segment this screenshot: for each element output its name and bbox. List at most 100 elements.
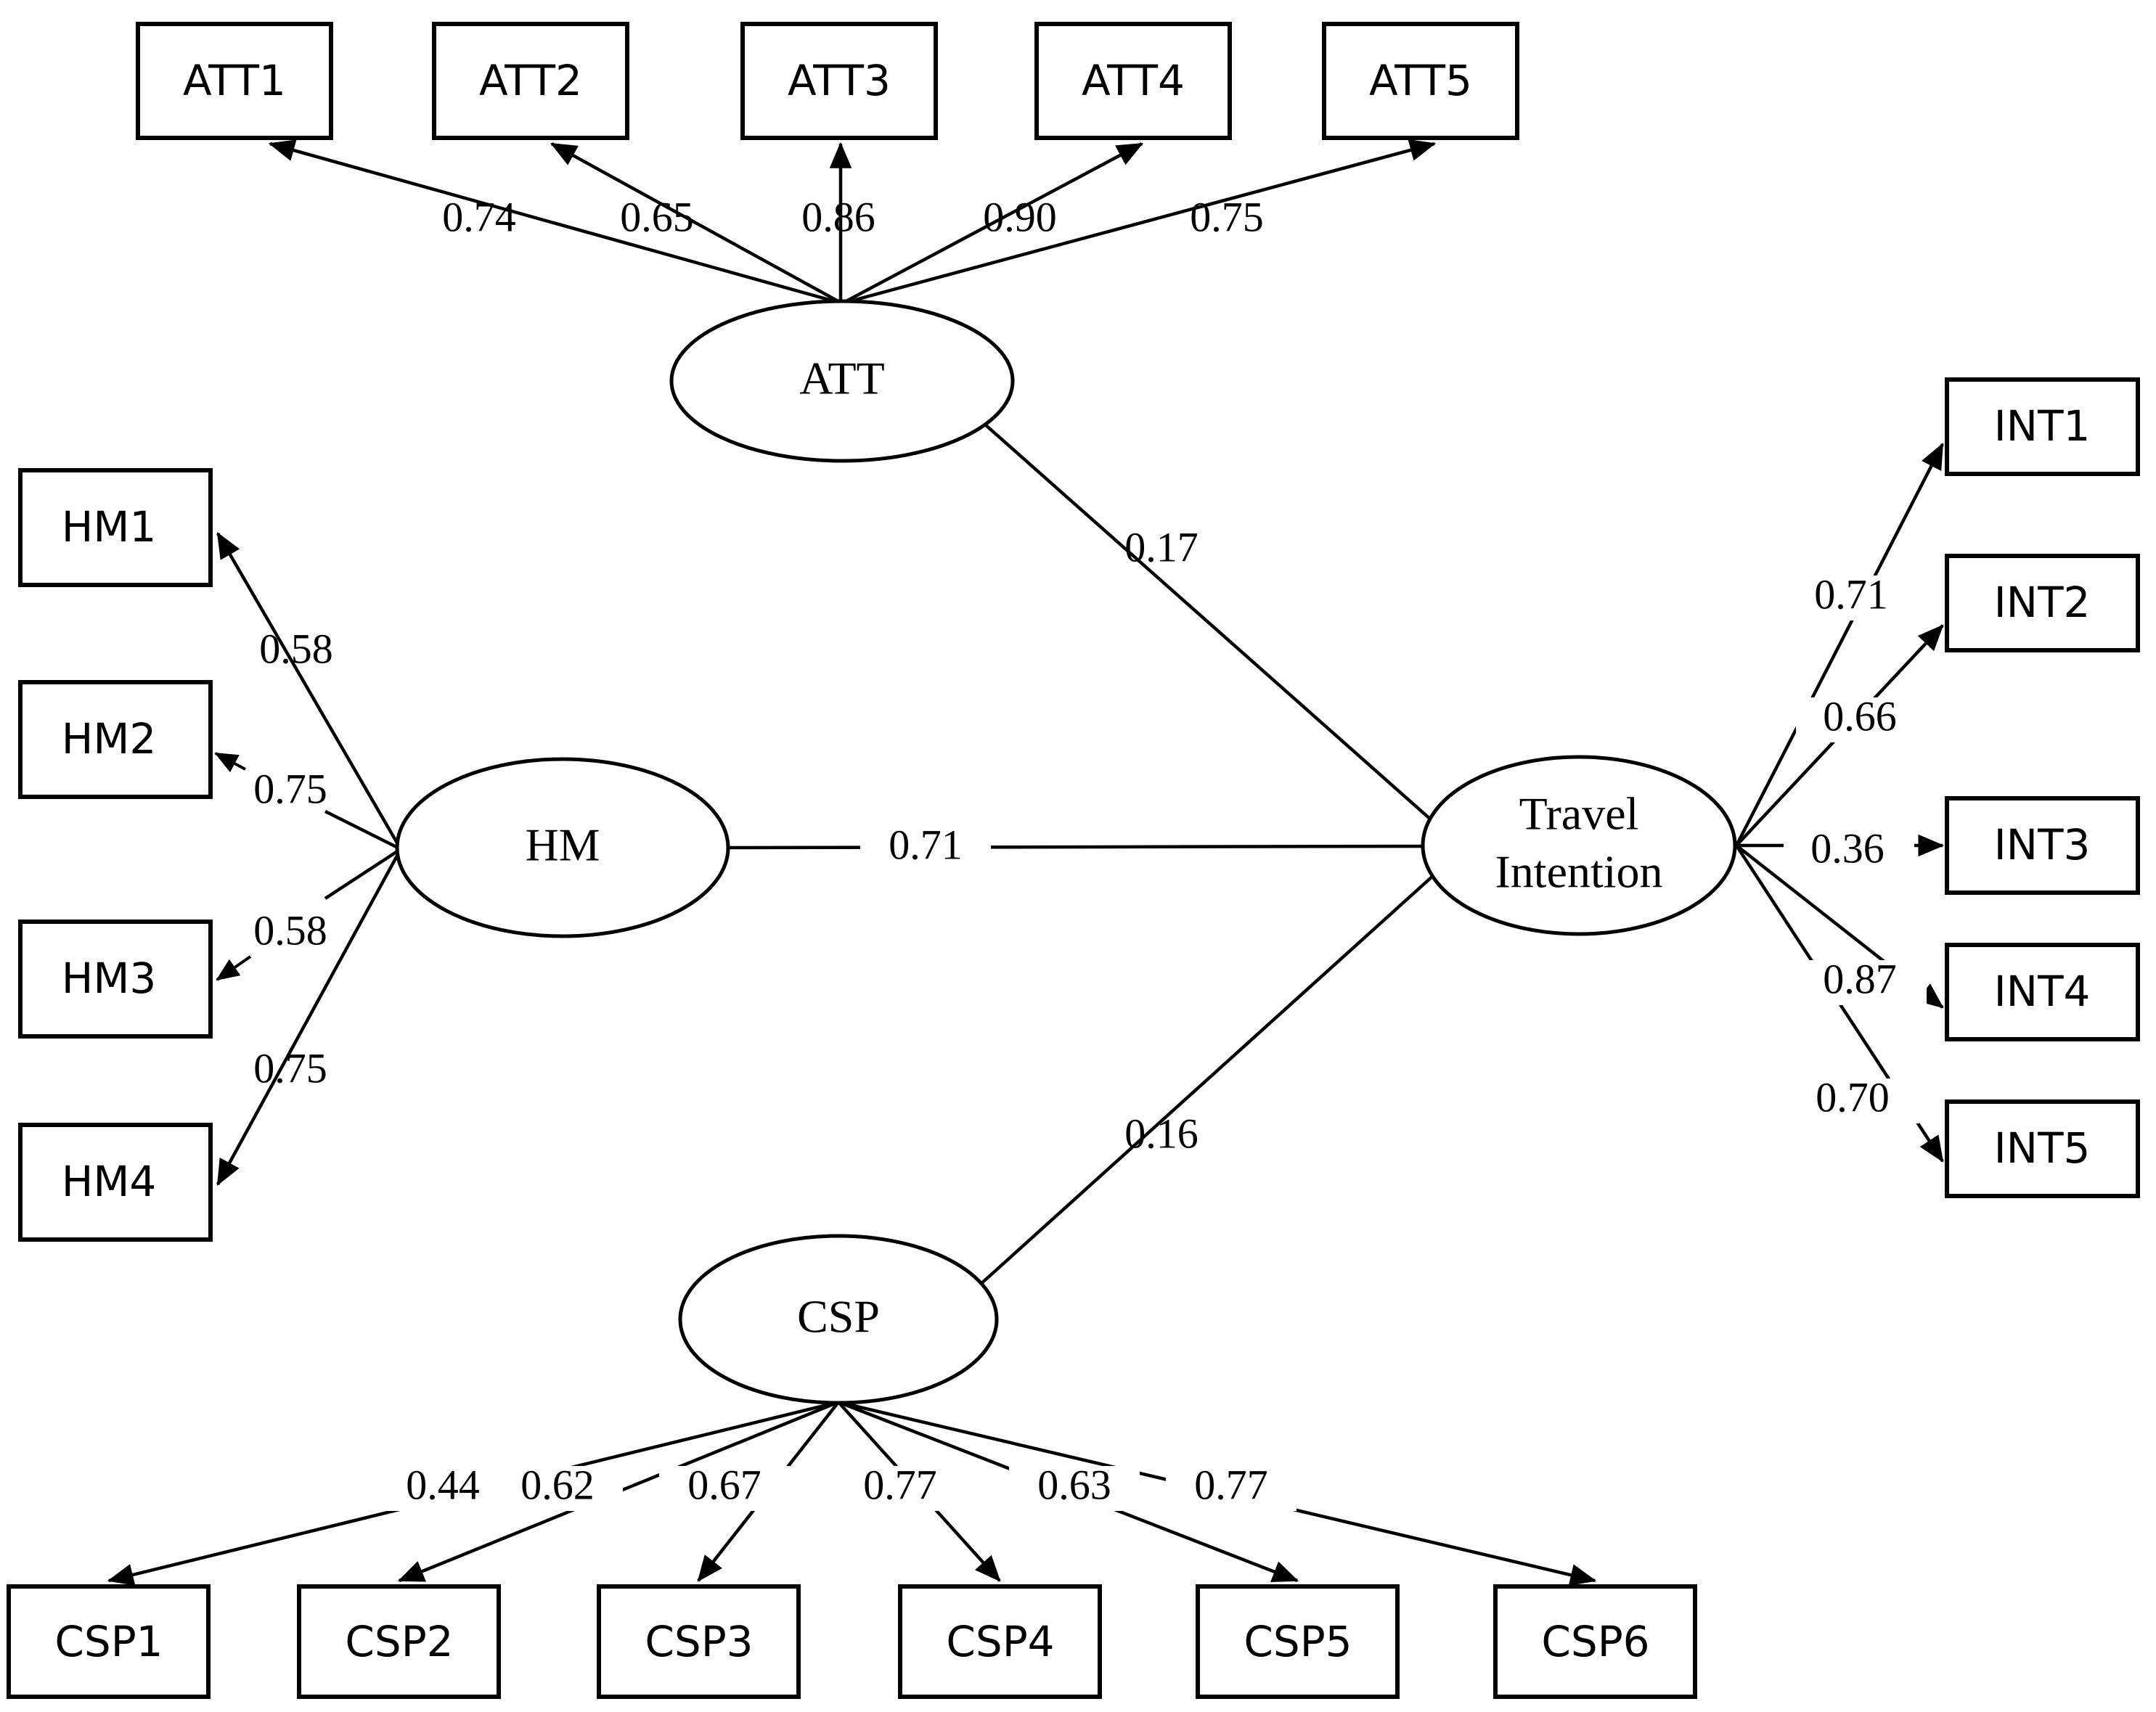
indicator-box-hm4[interactable] xyxy=(18,1123,213,1242)
indicator-label-hm4: HM4 xyxy=(62,1157,157,1206)
loading-label-hm3: 0.58 xyxy=(253,906,327,954)
hm-loading-labels: 0.58 0.75 0.58 0.75 xyxy=(253,625,333,1091)
indicator-label-hm3: HM3 xyxy=(62,954,157,1003)
indicator-label-att2: ATT2 xyxy=(479,56,582,105)
indicator-label-int1: INT1 xyxy=(1994,401,2091,451)
indicator-label-int4: INT4 xyxy=(1994,967,2091,1016)
loading-label-hm4: 0.75 xyxy=(253,1044,327,1091)
indicator-box-csp3[interactable] xyxy=(597,1584,801,1699)
att-loading-arrows xyxy=(268,139,1437,306)
indicator-label-hm2: HM2 xyxy=(62,714,157,763)
indicator-box-int5[interactable] xyxy=(1945,1099,2140,1198)
int-indicator-boxes: INT1 INT2 INT3 INT4 INT5 xyxy=(1945,377,2140,1198)
indicator-label-hm1: HM1 xyxy=(62,502,157,552)
loading-label-int3: 0.36 xyxy=(1810,824,1885,872)
indicator-label-csp5: CSP5 xyxy=(1244,1617,1352,1666)
loading-label-att3: 0.86 xyxy=(801,193,875,240)
latent-label-travel-intention-line2: Intention xyxy=(1495,846,1662,898)
int-loading-arrows xyxy=(1734,442,1945,1163)
indicator-box-att5[interactable] xyxy=(1322,22,1519,140)
loading-label-csp5: 0.63 xyxy=(1037,1461,1111,1508)
structural-paths xyxy=(727,417,1459,1287)
indicator-box-csp6[interactable] xyxy=(1493,1584,1697,1699)
loading-label-int1-backing xyxy=(1787,576,1918,621)
path-hm-hm1 xyxy=(216,532,402,851)
loading-label-csp5-backing xyxy=(1009,1466,1140,1511)
indicator-box-int2[interactable] xyxy=(1945,554,2140,652)
loading-label-att4: 0.90 xyxy=(983,193,1057,240)
att-indicator-boxes: ATT1 ATT2 ATT3 ATT4 ATT5 xyxy=(136,22,1519,140)
indicator-box-csp5[interactable] xyxy=(1196,1584,1400,1699)
path-att-att1 xyxy=(268,139,843,306)
indicator-label-att4: ATT4 xyxy=(1082,56,1185,105)
path-hm-hm2-stub xyxy=(324,809,402,851)
indicator-label-csp4: CSP4 xyxy=(946,1617,1054,1666)
loading-label-int5-backing xyxy=(1789,1078,1919,1123)
loading-label-csp2: 0.62 xyxy=(520,1461,595,1508)
indicator-label-att5: ATT5 xyxy=(1369,56,1472,105)
loading-label-csp4: 0.77 xyxy=(863,1461,937,1508)
path-label-csp-ti: 0.16 xyxy=(1124,1110,1199,1157)
loading-label-csp3: 0.67 xyxy=(687,1461,761,1508)
latent-label-travel-intention-line1: Travel xyxy=(1519,788,1639,840)
indicator-box-hm3[interactable] xyxy=(18,920,213,1039)
loading-label-int5: 0.70 xyxy=(1816,1073,1890,1121)
loading-label-att1: 0.74 xyxy=(442,193,516,240)
latent-ellipses: ATT HM CSP Travel Intention xyxy=(395,299,1737,1405)
hm-indicator-boxes: HM1 HM2 HM3 HM4 xyxy=(18,468,213,1242)
path-label-hm-ti: 0.71 xyxy=(889,821,963,868)
indicator-box-int4[interactable] xyxy=(1945,943,2140,1041)
loading-label-csp3-backing xyxy=(659,1466,790,1511)
path-hm-hm3-stub xyxy=(324,848,402,900)
indicator-label-csp6: CSP6 xyxy=(1541,1617,1649,1666)
loading-label-csp6-backing xyxy=(1166,1466,1297,1511)
latent-label-hm: HM xyxy=(525,819,600,871)
att-loading-labels: 0.74 0.65 0.86 0.90 0.75 xyxy=(442,193,1264,240)
path-hm-hm3-arrow xyxy=(216,955,252,981)
indicator-label-int3: INT3 xyxy=(1994,820,2091,869)
loading-label-int3-backing xyxy=(1784,830,1914,875)
loading-label-csp1: 0.44 xyxy=(406,1461,480,1508)
indicator-box-int1[interactable] xyxy=(1945,377,2140,476)
latent-label-csp: CSP xyxy=(797,1291,880,1343)
latent-ellipse-att[interactable] xyxy=(669,299,1015,463)
indicator-label-att3: ATT3 xyxy=(788,56,891,105)
indicator-box-att1[interactable] xyxy=(136,22,333,140)
latent-ellipse-csp[interactable] xyxy=(678,1234,999,1405)
loading-label-int4: 0.87 xyxy=(1823,955,1897,1002)
indicator-label-csp2: CSP2 xyxy=(345,1617,453,1666)
loading-label-csp2-backing xyxy=(492,1466,623,1511)
indicator-label-int5: INT5 xyxy=(1994,1123,2091,1173)
path-att-att5 xyxy=(841,139,1437,306)
indicator-box-csp4[interactable] xyxy=(898,1584,1102,1699)
loading-label-hm2: 0.75 xyxy=(253,765,327,812)
loading-label-csp6: 0.77 xyxy=(1194,1461,1268,1508)
int-loading-labels: 0.71 0.66 0.36 0.87 0.70 xyxy=(1784,570,1927,1123)
indicator-box-hm2[interactable] xyxy=(18,680,213,799)
indicator-box-att2[interactable] xyxy=(432,22,629,140)
path-hm-travel-intention xyxy=(727,844,1445,850)
indicator-box-hm1[interactable] xyxy=(18,468,213,587)
path-att-att2 xyxy=(550,142,844,305)
indicator-label-int2: INT2 xyxy=(1994,578,2091,627)
indicator-box-att4[interactable] xyxy=(1034,22,1232,140)
loading-label-int1: 0.71 xyxy=(1814,570,1888,618)
indicator-box-csp2[interactable] xyxy=(297,1584,501,1699)
loading-label-hm1: 0.58 xyxy=(259,625,333,672)
latent-ellipse-travel-intention[interactable] xyxy=(1421,755,1737,936)
indicator-box-att3[interactable] xyxy=(740,22,938,140)
indicator-box-csp1[interactable] xyxy=(7,1584,211,1699)
latent-label-att: ATT xyxy=(799,353,884,404)
hm-loading-arrows xyxy=(214,532,402,1186)
latent-ellipse-hm[interactable] xyxy=(395,757,730,938)
structural-path-labels: 0.17 0.71 0.16 xyxy=(860,523,1199,1157)
loading-label-csp4-backing xyxy=(835,1466,965,1511)
csp-indicator-boxes: CSP1 CSP2 CSP3 CSP4 CSP5 CSP6 xyxy=(7,1584,1697,1699)
path-hm-hm4 xyxy=(216,848,402,1186)
path-att-travel-intention xyxy=(977,417,1459,845)
path-hm-hm2-arrow xyxy=(214,752,246,773)
loading-label-int2-backing xyxy=(1796,697,1927,742)
indicator-box-int3[interactable] xyxy=(1945,796,2140,895)
